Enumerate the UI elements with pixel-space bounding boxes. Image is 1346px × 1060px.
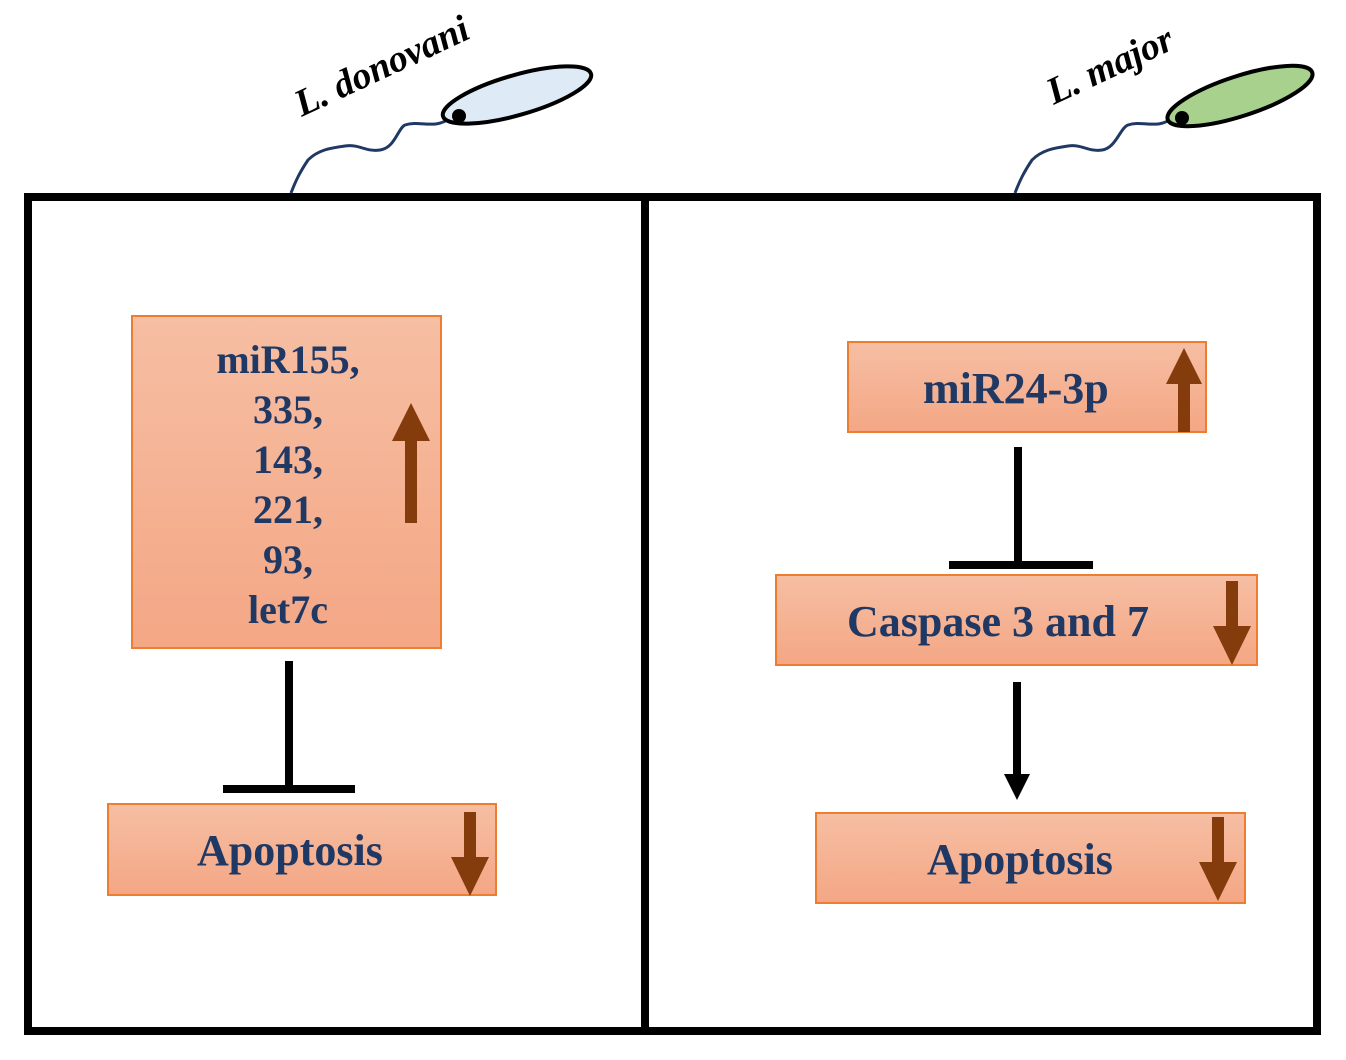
down-arrow-icon	[1199, 817, 1237, 901]
mirna-list-box: miR155, 335, 143, 221, 93, let7c	[131, 315, 442, 649]
apoptosis-label-left: Apoptosis	[197, 826, 383, 875]
down-arrow-icon	[1213, 581, 1251, 665]
parasite-body-left	[440, 64, 594, 126]
caspase-box: Caspase 3 and 7	[775, 574, 1258, 666]
mirna-item: let7c	[248, 587, 328, 632]
l-donovani-parasite-icon	[289, 64, 594, 194]
down-arrow-icon	[451, 812, 489, 896]
activation-arrow-icon	[1004, 682, 1030, 800]
mirna-item: 93,	[263, 537, 313, 582]
mirna-list: miR155, 335, 143, 221, 93, let7c	[173, 335, 403, 635]
up-arrow-icon	[392, 403, 430, 523]
right-cell-frame	[641, 193, 1321, 1035]
up-arrow-icon	[1166, 348, 1202, 432]
inhibition-line-left	[285, 661, 293, 789]
parasite-body-right	[1165, 63, 1315, 129]
flagellum-left	[289, 116, 451, 194]
kinetoplast-right	[1175, 111, 1189, 125]
mirna-item: miR155,	[216, 337, 360, 382]
mir24-label: miR24-3p	[923, 364, 1109, 413]
flagellum-right	[1013, 116, 1173, 194]
caspase-label: Caspase 3 and 7	[847, 597, 1149, 646]
apoptosis-box-right: Apoptosis	[815, 812, 1246, 904]
mir24-box: miR24-3p	[847, 341, 1207, 433]
l-major-parasite-icon	[1013, 63, 1315, 194]
inhibition-bar-left	[223, 785, 355, 793]
inhibition-bar-right	[949, 561, 1093, 569]
apoptosis-label-right: Apoptosis	[927, 835, 1113, 884]
kinetoplast-left	[452, 109, 466, 123]
apoptosis-box-left: Apoptosis	[107, 803, 497, 896]
mirna-item: 221,	[253, 487, 323, 532]
inhibition-line-right	[1014, 447, 1022, 567]
mirna-item: 143,	[253, 437, 323, 482]
mirna-item: 335,	[253, 387, 323, 432]
